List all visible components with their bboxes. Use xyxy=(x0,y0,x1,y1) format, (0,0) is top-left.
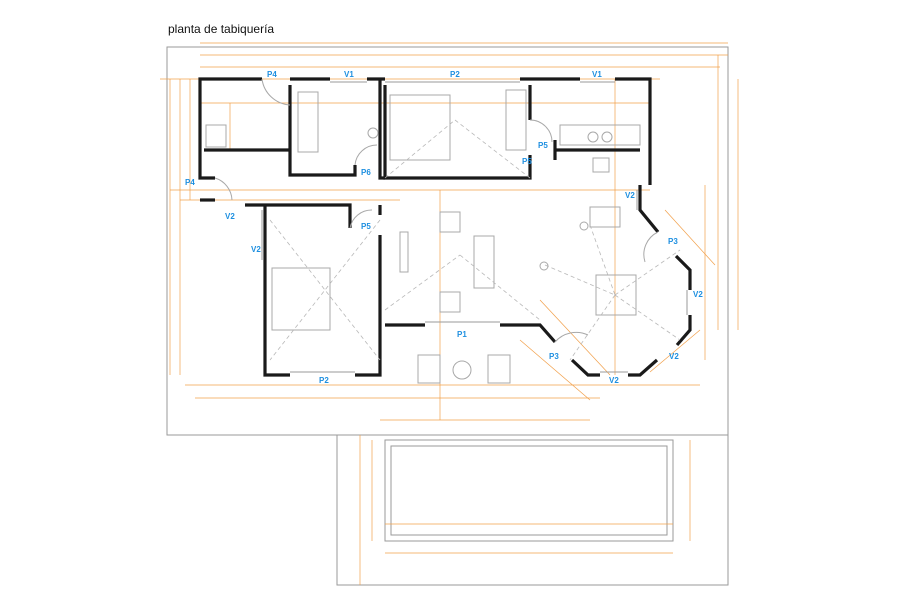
pool xyxy=(384,439,674,542)
opening-labels: P4 V1 P2 V1 P4 P6 P5 P5 V2 V2 P5 V2 P3 V… xyxy=(185,70,703,385)
walls xyxy=(198,77,692,377)
label-v2: V2 xyxy=(609,376,619,385)
label-v2: V2 xyxy=(669,352,679,361)
drawing-title: planta de tabiquería xyxy=(168,22,275,36)
lighting-lines xyxy=(269,119,681,361)
cooktop-icon xyxy=(592,157,610,173)
furniture xyxy=(205,89,641,384)
label-p2: P2 xyxy=(450,70,460,79)
windows xyxy=(261,81,688,373)
site-outline xyxy=(166,46,729,586)
label-p4: P4 xyxy=(185,178,195,187)
label-p4: P4 xyxy=(267,70,277,79)
label-p5: P5 xyxy=(522,157,532,166)
label-p5: P5 xyxy=(538,141,548,150)
dining-table xyxy=(595,274,637,316)
door-swings xyxy=(214,78,659,343)
label-v2: V2 xyxy=(625,191,635,200)
bed-icon xyxy=(271,267,331,331)
label-p5: P5 xyxy=(361,222,371,231)
label-p6: P6 xyxy=(361,168,371,177)
label-v2: V2 xyxy=(693,290,703,299)
label-p2: P2 xyxy=(319,376,329,385)
label-v1: V1 xyxy=(344,70,354,79)
bed-icon xyxy=(389,94,451,161)
label-v2: V2 xyxy=(251,245,261,254)
label-p3: P3 xyxy=(549,352,559,361)
label-v2: V2 xyxy=(225,212,235,221)
label-p1: P1 xyxy=(457,330,467,339)
label-v1: V1 xyxy=(592,70,602,79)
label-p3: P3 xyxy=(668,237,678,246)
